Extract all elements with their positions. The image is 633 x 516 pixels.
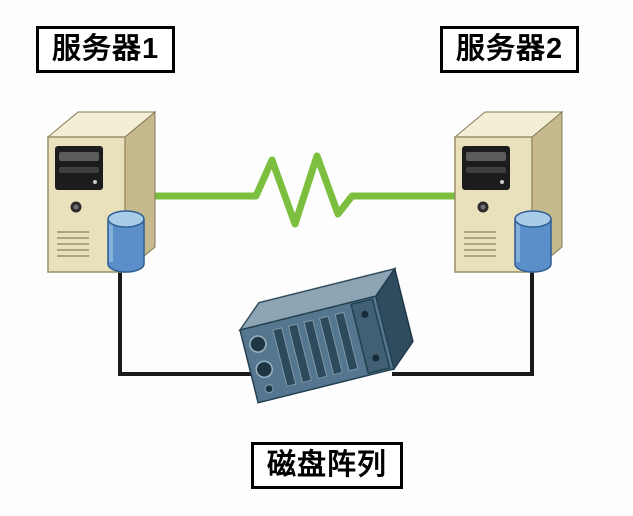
connector-server1-array xyxy=(118,266,254,376)
disk-array-icon xyxy=(238,266,414,404)
disk-array-label: 磁盘阵列 xyxy=(251,442,404,490)
server2-label: 服务器2 xyxy=(440,26,580,74)
server1-label: 服务器1 xyxy=(36,26,176,74)
heartbeat-link xyxy=(146,152,464,228)
server2-icon xyxy=(453,110,564,274)
connector-server2-array xyxy=(392,266,534,376)
server1-icon xyxy=(46,110,157,274)
